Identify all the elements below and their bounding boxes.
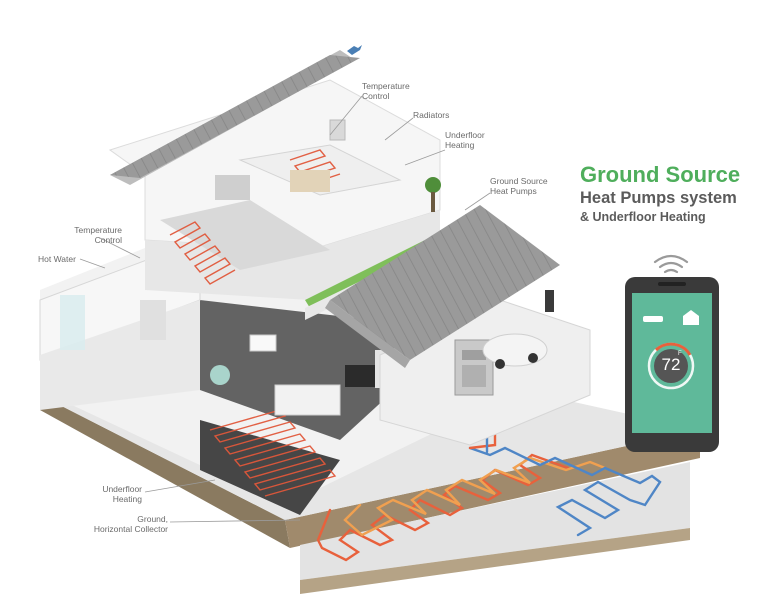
callout-underfloor-heating-top: Underfloor Heating (445, 130, 485, 150)
ground-collector-pipes (316, 393, 662, 562)
interior-details (60, 119, 441, 416)
underfloor-grid-living (209, 409, 337, 497)
bird-icon (347, 45, 362, 55)
phone-temperature: 72 (661, 355, 681, 374)
garage (325, 205, 591, 446)
phone-temperature-unit: F (678, 351, 682, 357)
callout-hot-water: Hot Water (38, 254, 76, 264)
title-main: Ground Source (580, 162, 741, 187)
title-sub: Heat Pumps system (580, 189, 737, 207)
collector-pipe-red (316, 453, 570, 562)
home-thermometer-icon (683, 310, 699, 325)
smartphone (625, 254, 719, 452)
underfloor-grid-bedroom (169, 221, 236, 285)
collector-pipe-blue (468, 446, 662, 537)
callout-ground-horizontal-collector: Ground, Horizontal Collector (93, 514, 168, 534)
title-block: Ground Source Heat Pumps system & Underf… (580, 163, 740, 225)
car-icon (643, 316, 663, 322)
callout-underfloor-heating-bottom: Underfloor Heating (102, 484, 142, 504)
callout-leader-lines (79, 95, 491, 523)
ev-charger (545, 290, 554, 312)
collector-pipe-orange (343, 456, 607, 537)
callout-ground-source-heat-pumps: Ground Source Heat Pumps (490, 176, 548, 196)
car (482, 333, 548, 367)
callout-temperature-control-top: Temperature Control (362, 81, 410, 101)
title-sub2: & Underfloor Heating (580, 210, 706, 224)
callout-radiators: Radiators (413, 110, 450, 120)
callout-temperature-control-left: Temperature Control (74, 225, 122, 245)
wifi-icon (653, 254, 689, 274)
